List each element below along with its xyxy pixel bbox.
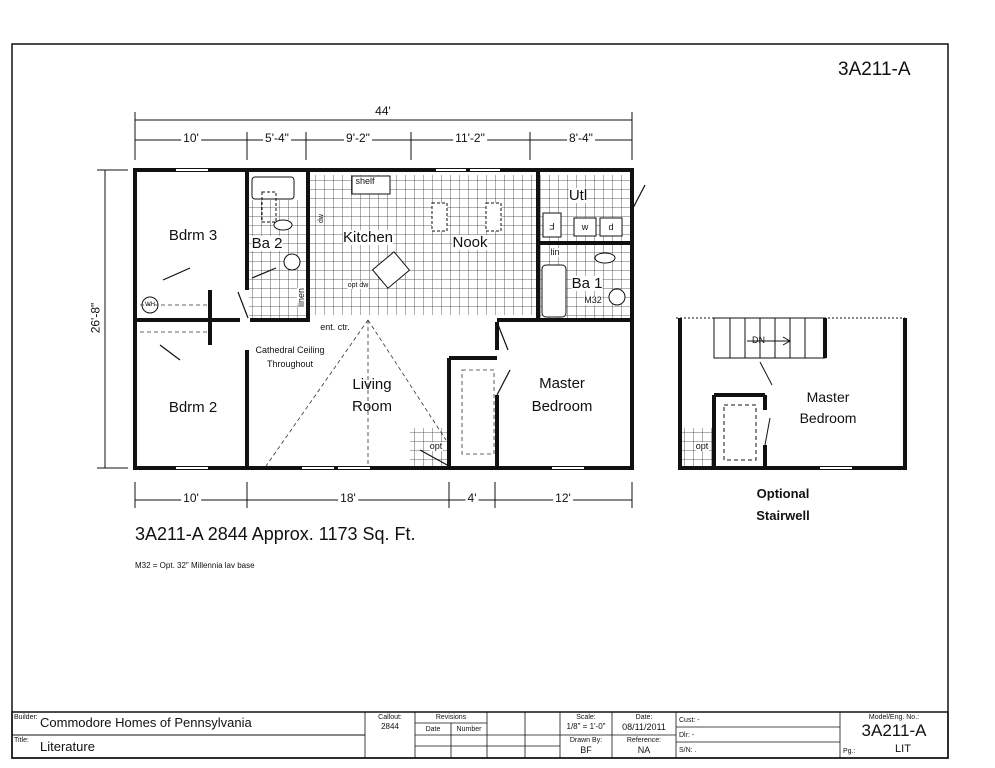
dimension-label: 11'-2" [453,131,487,145]
opt-label: opt [429,441,443,451]
room-label-ba2: Ba 2 [251,235,283,252]
linen-label: linen [296,287,307,308]
room-label-bdrm3: Bdrm 3 [168,227,218,244]
dimension-label: 8'-4" [567,131,595,145]
room-label-master: Master [539,375,585,392]
furnace-label: F [549,221,555,231]
windows [176,169,584,469]
reference-label: Reference: [626,737,662,744]
revisions-date-header: Date [425,726,441,733]
cust-field: Cust: - [679,717,700,724]
stairwell-opt-label: opt [695,441,709,451]
room-label-bdrm2: Bdrm 2 [168,399,218,416]
room-label-utl: Utl [568,187,588,204]
callout-label: Callout: [378,714,402,721]
room-label-master: Bedroom [531,398,593,415]
plan-summary: 3A211-A 2844 Approx. 1173 Sq. Ft. [135,524,416,544]
overall-width-dimension: 44' [373,104,393,118]
dimension-label: 9'-2" [344,131,372,145]
dimension-label: 10' [181,491,201,505]
builder-label: Builder: [14,714,38,721]
tile-floor [249,175,630,468]
scale-value: 1/8" = 1'-0" [566,722,606,731]
stair-down-label: DN [752,335,765,345]
revisions-number-header: Number [456,726,482,733]
cathedral-lines [140,304,495,467]
reference-value: NA [637,745,651,755]
page-value: LIT [895,743,911,755]
lin-label: lin [550,247,560,257]
page-label: Pg.: [843,748,856,755]
plan-note: M32 = Opt. 32" Millennia lav base [135,561,255,570]
optional-stairwell-title: Optional [756,486,810,501]
model-label: Model/Eng. No.: [868,714,920,721]
title-value: Literature [40,739,95,754]
room-label-ba1: Ba 1 [571,275,603,292]
model-value: 3A211-A [861,721,927,740]
dimension-label: 10' [181,131,201,145]
stairwell-master-label: Bedroom [799,410,857,426]
title-block-grid [11,711,949,759]
opt-dw-label: opt dw [347,282,369,289]
walls [133,168,634,470]
dimension-label: 5'-4" [263,131,291,145]
dimension-label: 4' [465,491,479,505]
drawn-by-value: BF [580,745,592,755]
scale-label: Scale: [576,714,596,721]
m32-label: M32 [584,295,602,305]
stairwell-master-label: Master [806,389,850,405]
room-label-living: Living [352,376,392,393]
dishwasher-label: dw [317,214,325,223]
optional-stairwell-plan [676,317,907,470]
room-label-nook: Nook [452,234,488,251]
dimension-lines [97,112,633,508]
drawn-by-label: Drawn By: [569,737,603,744]
builder-name: Commodore Homes of Pennsylvania [40,715,252,730]
title-label: Title: [14,737,29,744]
callout-value: 2844 [381,722,399,731]
dealer-field: Dlr: - [679,732,695,739]
cathedral-ceiling-note: Throughout [266,359,314,369]
optional-stairwell-title: Stairwell [756,508,810,523]
date-label: Date: [635,714,653,721]
cathedral-ceiling-note: Cathedral Ceiling [255,345,325,355]
dryer-label: d [608,222,614,232]
revisions-label: Revisions [435,714,467,721]
dimension-label: 18' [338,491,358,505]
date-value: 08/11/2011 [622,722,666,732]
room-label-living: Room [351,398,393,415]
washer-label: w [581,222,589,232]
door-swings [159,184,646,467]
model-number-header: 3A211-A [838,59,911,80]
depth-dimension: 26'-8" [88,300,103,336]
ent-ctr-label: ent. ctr. [320,322,350,332]
room-label-kitchen: Kitchen [342,229,394,246]
shelf-label: shelf [355,176,375,186]
serial-number-field: S/N: . [679,747,697,754]
dimension-label: 12' [553,491,573,505]
water-heater-label: WH [145,302,155,308]
